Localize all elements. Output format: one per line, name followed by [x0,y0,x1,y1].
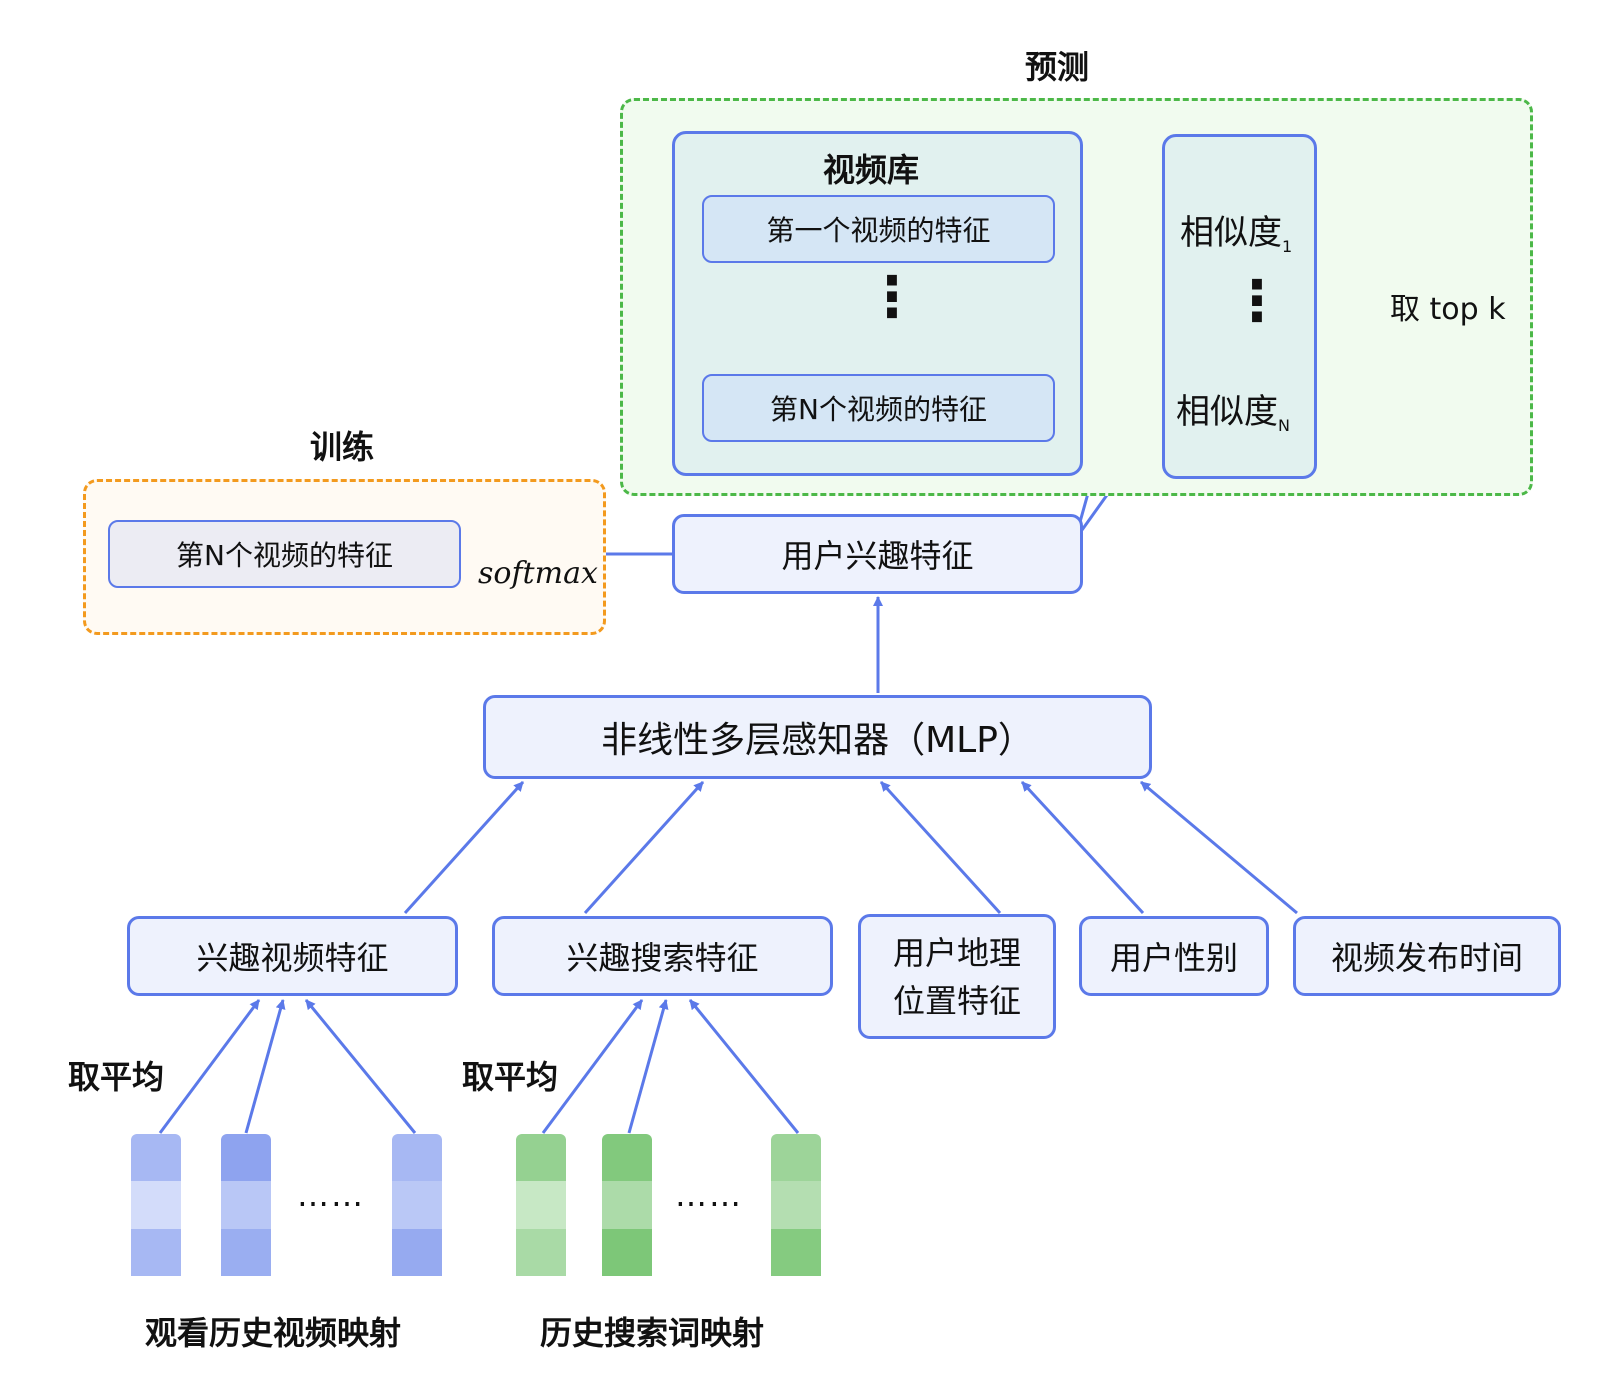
arrow-search-interest-to-mlp [583,780,705,915]
video-embedding-1-cell [131,1229,181,1276]
average-label-search: 取平均 [462,1058,559,1096]
search-embedding-1-cell [516,1134,566,1181]
train-nth-video-feature: 第N个视频的特征 [108,520,461,588]
arrow-gender-to-mlp [1020,780,1145,915]
video-embedding-3 [392,1134,442,1276]
similarity-n-subscript: N [1278,415,1290,435]
video-embedding-1-cell [131,1134,181,1181]
video-embedding-2-cell [221,1229,271,1276]
arrow-emb2-to-video-interest [244,999,286,1134]
publish-time-feature: 视频发布时间 [1293,916,1561,996]
mlp-box: 非线性多层感知器（MLP） [483,695,1152,779]
similarity-1-subscript: 1 [1282,236,1293,256]
similarity-column [1162,134,1317,479]
search-embedding-ellipsis: …… [675,1176,743,1214]
video-embedding-3-cell [392,1181,442,1229]
similarity-n-label: 相似度 [1176,392,1278,432]
arrow-emb5-to-search-interest [627,999,669,1134]
geo-feature: 用户地理位置特征 [858,914,1056,1039]
search-embedding-3-cell [771,1134,821,1181]
video-embedding-3-cell [392,1134,442,1181]
search-embedding-2-cell [602,1134,652,1181]
video-embedding-2-cell [221,1181,271,1229]
predict-title: 预测 [1025,48,1090,86]
search-embedding-1-cell [516,1181,566,1229]
search-embedding-2 [602,1134,652,1276]
gender-feature: 用户性别 [1079,916,1269,996]
arrow-video-interest-to-mlp [403,780,525,915]
similarity-1-label: 相似度 [1180,213,1282,253]
search-interest-feature: 兴趣搜索特征 [492,916,833,996]
average-label-video: 取平均 [68,1058,165,1096]
search-embedding-3-cell [771,1181,821,1229]
search-history-embedding-label: 历史搜索词映射 [540,1314,765,1352]
video-embedding-3-cell [392,1229,442,1276]
video-embedding-1 [131,1134,181,1276]
top-k-label: 取 top k [1390,292,1506,327]
similarity-vertical-dots: ⋮ [1229,269,1285,334]
video-library-title: 视频库 [823,151,920,189]
video-embedding-2 [221,1134,271,1276]
search-embedding-1-cell [516,1229,566,1276]
video-interest-feature: 兴趣视频特征 [127,916,458,996]
similarity-1: 相似度1 [1180,205,1292,256]
nth-video-feature: 第N个视频的特征 [702,374,1055,442]
train-title: 训练 [310,428,375,466]
search-embedding-2-cell [602,1229,652,1276]
video-embedding-1-cell [131,1181,181,1229]
watch-history-embedding-label: 观看历史视频映射 [145,1314,402,1352]
arrow-geo-to-mlp [879,780,1002,915]
softmax-label: softmax [478,556,598,591]
arrow-emb4-to-search-interest [541,999,644,1134]
arrow-emb3-to-video-interest [304,999,417,1134]
search-embedding-3 [771,1134,821,1276]
search-embedding-3-cell [771,1229,821,1276]
video-embedding-2-cell [221,1134,271,1181]
arrow-time-to-mlp [1140,780,1298,915]
arrow-emb1-to-video-interest [158,999,261,1134]
user-interest-feature: 用户兴趣特征 [672,514,1083,594]
video-embedding-ellipsis: …… [297,1176,365,1214]
arrow-emb6-to-search-interest [688,999,800,1134]
search-embedding-2-cell [602,1181,652,1229]
first-video-feature: 第一个视频的特征 [702,195,1055,263]
similarity-n: 相似度N [1176,384,1290,435]
library-vertical-dots: ⋮ [864,265,920,330]
search-embedding-1 [516,1134,566,1276]
